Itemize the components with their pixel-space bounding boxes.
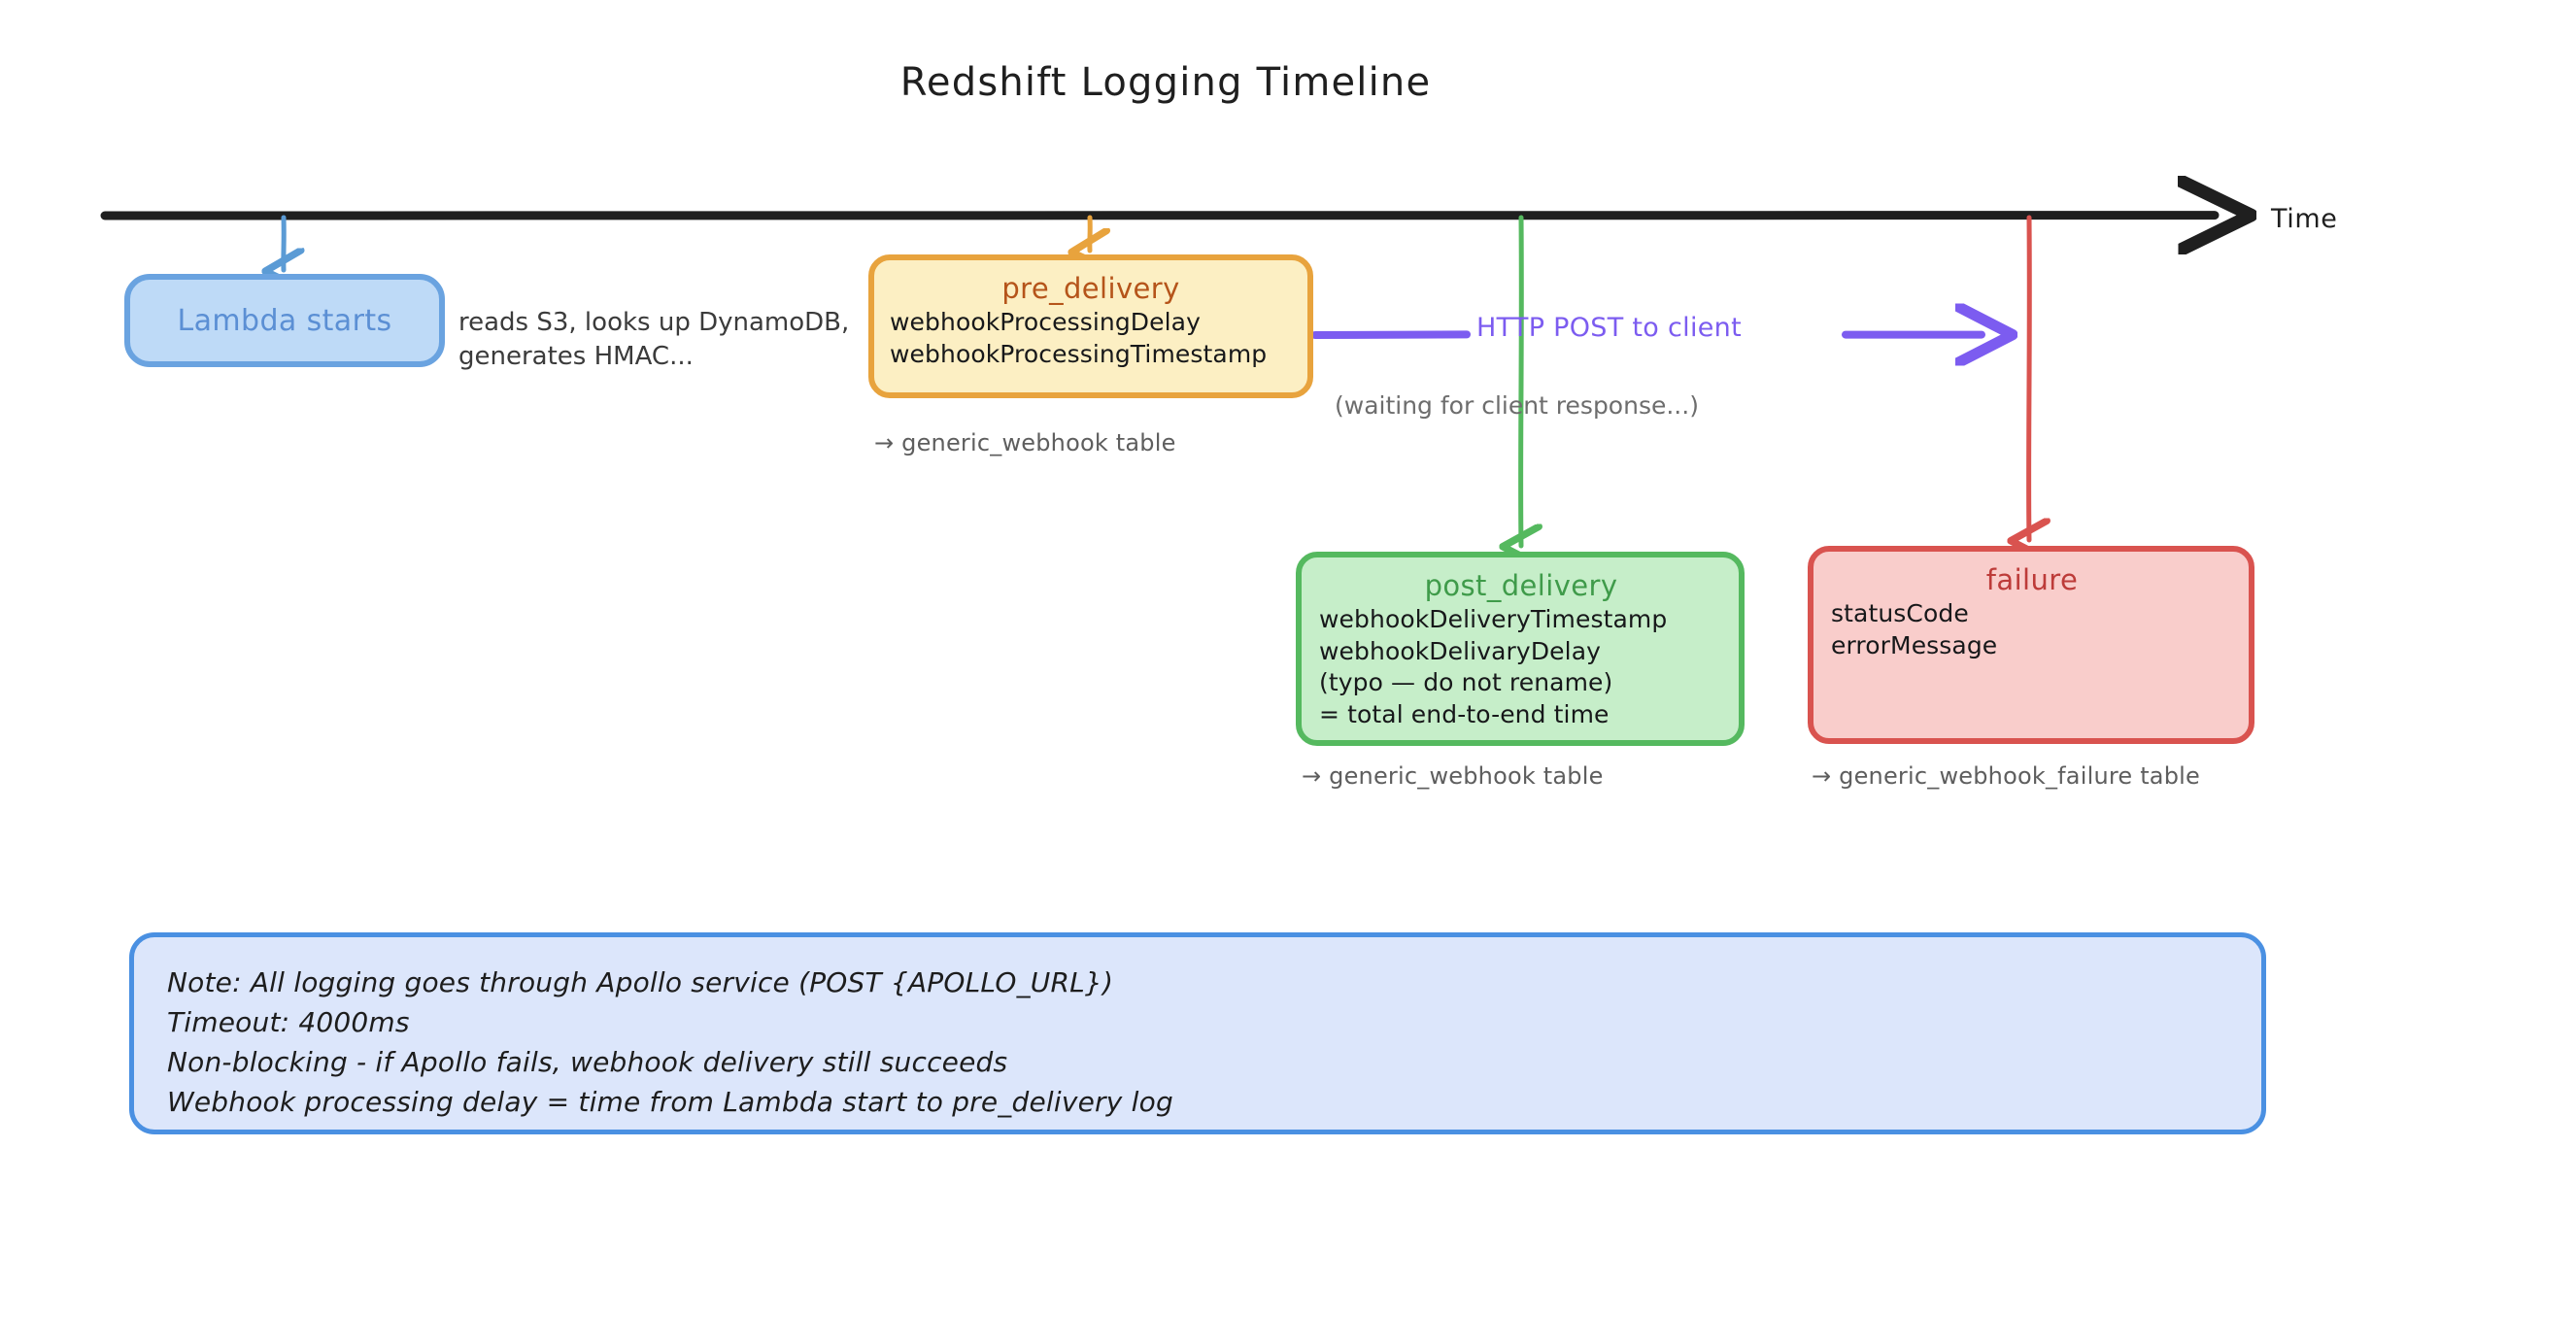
node-pre-delivery-field: webhookProcessingDelay bbox=[890, 308, 1201, 336]
node-failure[interactable]: failure statusCode errorMessage bbox=[1808, 546, 2254, 744]
timeline-axis-label: Time bbox=[2271, 204, 2338, 234]
node-lambda-starts[interactable]: Lambda starts bbox=[124, 274, 445, 367]
page-title: Redshift Logging Timeline bbox=[899, 60, 1432, 105]
label-http-post: HTTP POST to client bbox=[1476, 313, 1742, 343]
caption-failure-table: → generic_webhook_failure table bbox=[1812, 762, 2200, 790]
arrow-timeline-to-failure bbox=[2029, 215, 2030, 540]
node-post-delivery[interactable]: post_delivery webhookDeliveryTimestamp w… bbox=[1296, 552, 1745, 746]
label-waiting-for-client-response: (waiting for client response...) bbox=[1335, 391, 1699, 420]
node-post-delivery-field: = total end-to-end time bbox=[1319, 699, 1610, 728]
node-lambda-starts-title: Lambda starts bbox=[177, 303, 392, 338]
arrow-timeline-to-post-delivery bbox=[1521, 215, 1522, 546]
node-pre-delivery-title: pre_delivery bbox=[1001, 272, 1180, 305]
node-post-delivery-field: (typo — do not rename) bbox=[1319, 668, 1613, 696]
node-pre-delivery-field: webhookProcessingTimestamp bbox=[890, 339, 1268, 368]
caption-pre-delivery-table: → generic_webhook table bbox=[874, 429, 1176, 456]
node-post-delivery-title: post_delivery bbox=[1424, 569, 1618, 602]
note-line: Note: All logging goes through Apollo se… bbox=[167, 966, 1114, 998]
node-failure-title: failure bbox=[1985, 563, 2079, 596]
note-line: Non-blocking - if Apollo fails, webhook … bbox=[167, 1046, 1008, 1079]
node-post-delivery-field: webhookDeliveryTimestamp bbox=[1319, 605, 1668, 633]
timeline-axis bbox=[100, 215, 2215, 216]
node-post-delivery-field: webhookDelivaryDelay bbox=[1319, 636, 1602, 665]
annotation-lambda-line-2: generates HMAC... bbox=[458, 342, 694, 372]
note-line: Timeout: 4000ms bbox=[167, 1006, 410, 1039]
annotation-lambda-line-1: reads S3, looks up DynamoDB, bbox=[458, 308, 850, 337]
node-failure-field: statusCode bbox=[1831, 599, 1969, 627]
annotation-lambda-work: reads S3, looks up DynamoDB, generates H… bbox=[458, 306, 849, 374]
node-failure-field: errorMessage bbox=[1831, 630, 1998, 659]
note-box: Note: All logging goes through Apollo se… bbox=[129, 932, 2266, 1134]
note-line: Webhook processing delay = time from Lam… bbox=[167, 1086, 1173, 1119]
node-pre-delivery[interactable]: pre_delivery webhookProcessingDelay webh… bbox=[868, 254, 1313, 398]
caption-post-delivery-table: → generic_webhook table bbox=[1302, 762, 1604, 790]
